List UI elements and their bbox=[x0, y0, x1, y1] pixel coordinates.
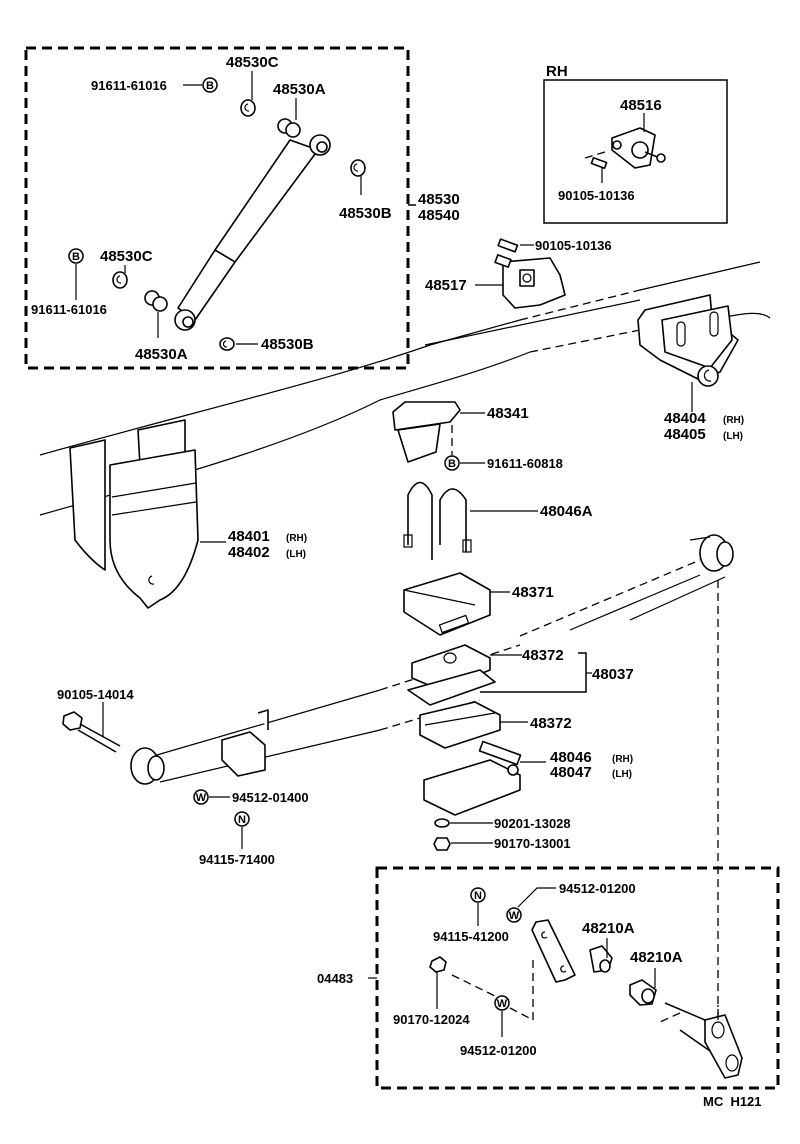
bolt-90105-10136-inset[interactable] bbox=[590, 156, 608, 170]
pad-48372-upper[interactable] bbox=[407, 644, 496, 706]
bushing-48530B-right[interactable] bbox=[350, 159, 366, 177]
side-tag-lh: (LH) bbox=[612, 769, 632, 780]
label-48530C-top[interactable]: 48530C bbox=[226, 54, 279, 71]
spring-seat-48371[interactable] bbox=[403, 572, 491, 636]
bushing-48530C-top[interactable] bbox=[240, 99, 256, 117]
label-48341[interactable]: 48341 bbox=[487, 405, 529, 422]
label-48047[interactable]: 48047 bbox=[550, 764, 592, 781]
label-48371[interactable]: 48371 bbox=[512, 584, 554, 601]
washer-symbol-text: W bbox=[509, 910, 520, 922]
rh-inset: RH 48516 90105-10136 bbox=[543, 63, 728, 224]
label-94115-41200[interactable]: 94115-41200 bbox=[433, 929, 509, 944]
label-90201-13028[interactable]: 90201-13028 bbox=[494, 816, 571, 831]
bolt-symbol-top[interactable]: B bbox=[202, 77, 218, 93]
leaf-spring[interactable] bbox=[130, 534, 734, 785]
washer-symbol-94512-01200-top[interactable]: W bbox=[506, 907, 522, 923]
side-tag-rh: (RH) bbox=[612, 754, 633, 765]
bushing-48530B-bottom[interactable] bbox=[219, 337, 235, 351]
label-48210A-b[interactable]: 48210A bbox=[630, 949, 683, 966]
bracket-48517[interactable] bbox=[494, 254, 566, 309]
shackle-plate[interactable] bbox=[531, 919, 576, 983]
label-48530C-left[interactable]: 48530C bbox=[100, 248, 153, 265]
bolt-symbol-text: B bbox=[206, 80, 214, 92]
bushing-48530A-top[interactable] bbox=[277, 118, 301, 138]
label-94512-01400[interactable]: 94512-01400 bbox=[232, 790, 309, 805]
label-48037[interactable]: 48037 bbox=[592, 666, 634, 683]
shackle-bracket[interactable] bbox=[664, 1002, 743, 1079]
label-91611-61016-left[interactable]: 91611-61016 bbox=[31, 302, 107, 317]
label-48372-lower[interactable]: 48372 bbox=[530, 715, 572, 732]
bushing-48530C-left[interactable] bbox=[112, 271, 128, 289]
label-94115-71400[interactable]: 94115-71400 bbox=[199, 852, 275, 867]
shock-absorber-group: 48530 48540 bbox=[24, 46, 460, 370]
label-48401[interactable]: 48401 bbox=[228, 528, 270, 545]
label-04483[interactable]: 04483 bbox=[317, 971, 353, 986]
pad-48372-lower[interactable] bbox=[419, 701, 501, 749]
label-48404[interactable]: 48404 bbox=[664, 410, 706, 427]
shock-absorber[interactable] bbox=[174, 134, 331, 331]
washer-symbol-text: W bbox=[196, 792, 207, 804]
spring-hanger-48404[interactable] bbox=[637, 294, 739, 387]
nut-symbol-94115-41200[interactable]: N bbox=[470, 887, 486, 903]
nut-symbol-text: N bbox=[238, 814, 246, 826]
rh-inset-title: RH bbox=[546, 63, 568, 80]
nut-90170-12024[interactable] bbox=[429, 956, 447, 973]
u-bolt-48046A[interactable] bbox=[403, 481, 472, 561]
hanger-bracket-48401[interactable] bbox=[69, 419, 199, 609]
label-48516[interactable]: 48516 bbox=[620, 97, 662, 114]
bushing-48210A-a[interactable] bbox=[589, 945, 613, 973]
bolt-symbol-91611-60818[interactable]: B bbox=[444, 455, 460, 471]
spring-seat-plate-48046[interactable] bbox=[423, 740, 522, 816]
side-tag-lh: (LH) bbox=[723, 431, 743, 442]
label-90170-13001[interactable]: 90170-13001 bbox=[494, 836, 571, 851]
washer-symbol-94512-01200-bottom[interactable]: W bbox=[494, 995, 510, 1011]
label-48210A-a[interactable]: 48210A bbox=[582, 920, 635, 937]
washer-90201-13028[interactable] bbox=[434, 818, 450, 828]
side-tag-rh: (RH) bbox=[723, 415, 744, 426]
nut-symbol-94115-71400[interactable]: N bbox=[234, 811, 250, 827]
side-tag-rh: (RH) bbox=[286, 533, 307, 544]
side-tag-lh: (LH) bbox=[286, 549, 306, 560]
bumper-48341[interactable] bbox=[392, 401, 461, 463]
nut-symbol-text: N bbox=[474, 890, 482, 902]
label-48405[interactable]: 48405 bbox=[664, 426, 706, 443]
label-48046[interactable]: 48046 bbox=[550, 749, 592, 766]
nut-90170-13001[interactable] bbox=[433, 837, 451, 851]
washer-symbol-text: W bbox=[497, 998, 508, 1010]
label-48530B-bottom[interactable]: 48530B bbox=[261, 336, 314, 353]
bushing-48530A-bottom[interactable] bbox=[144, 290, 168, 312]
label-48530[interactable]: 48530 bbox=[418, 191, 460, 208]
washer-symbol-94512-01400[interactable]: W bbox=[193, 789, 209, 805]
label-90170-12024[interactable]: 90170-12024 bbox=[393, 1012, 470, 1027]
label-48530A-bottom[interactable]: 48530A bbox=[135, 346, 188, 363]
label-91611-60818[interactable]: 91611-60818 bbox=[487, 456, 563, 471]
label-48372-upper[interactable]: 48372 bbox=[522, 647, 564, 664]
bolt-symbol-left[interactable]: B bbox=[68, 248, 84, 264]
label-91611-61016-top[interactable]: 91611-61016 bbox=[91, 78, 167, 93]
label-48517[interactable]: 48517 bbox=[425, 277, 467, 294]
label-48530B-right[interactable]: 48530B bbox=[339, 205, 392, 222]
label-48530A-top[interactable]: 48530A bbox=[273, 81, 326, 98]
label-90105-14014[interactable]: 90105-14014 bbox=[57, 687, 134, 702]
bolt-90105-10136[interactable] bbox=[497, 238, 519, 253]
label-90105-10136[interactable]: 90105-10136 bbox=[535, 238, 612, 253]
label-48046A[interactable]: 48046A bbox=[540, 503, 593, 520]
bolt-symbol-text: B bbox=[72, 251, 80, 263]
diagram-code: MC H121 bbox=[703, 1094, 762, 1109]
label-48540[interactable]: 48540 bbox=[418, 207, 460, 224]
bracket-48516[interactable] bbox=[611, 127, 666, 169]
bolt-90105-14014[interactable] bbox=[62, 711, 121, 753]
label-90105-10136-inset[interactable]: 90105-10136 bbox=[558, 188, 635, 203]
bolt-symbol-text: B bbox=[448, 458, 456, 470]
label-94512-01200-top[interactable]: 94512-01200 bbox=[559, 881, 636, 896]
label-94512-01200-bottom[interactable]: 94512-01200 bbox=[460, 1043, 537, 1058]
label-48402[interactable]: 48402 bbox=[228, 544, 270, 561]
bushing-48210A-b[interactable] bbox=[629, 979, 657, 1006]
shackle-kit-group: 04483 N 94115-41200 W 94512-01200 48210A bbox=[317, 866, 780, 1090]
